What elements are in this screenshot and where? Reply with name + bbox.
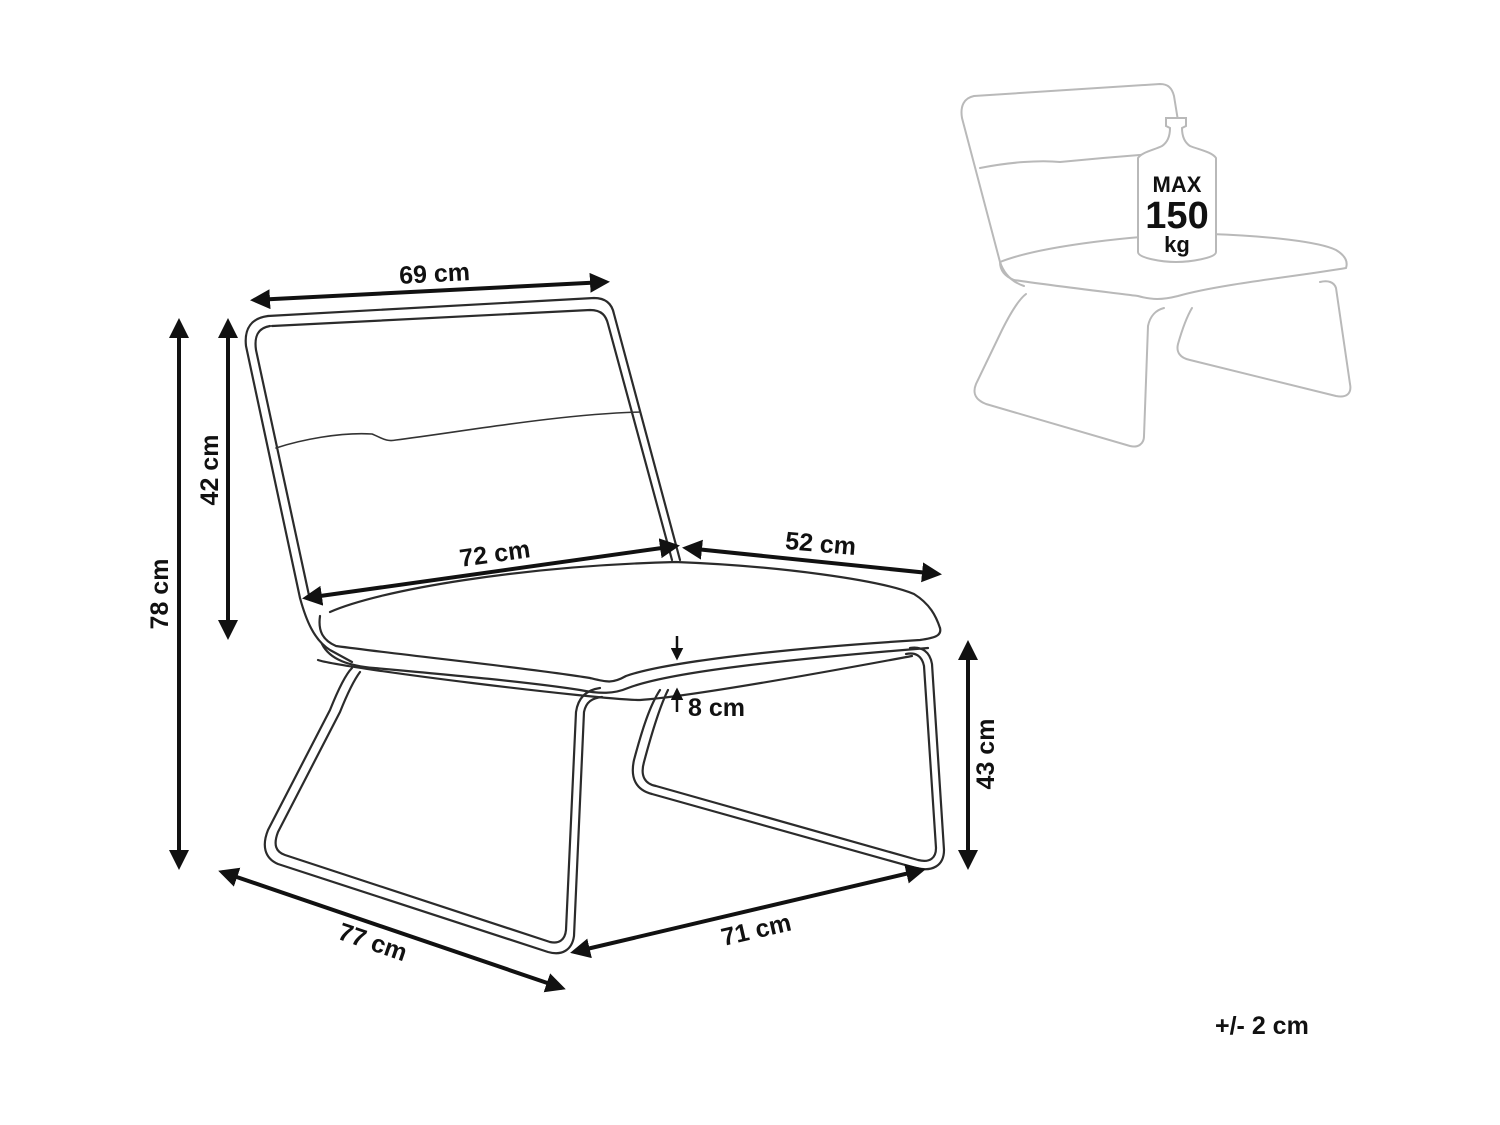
thumb-frame-right [1176, 280, 1352, 398]
backrest-outline [244, 314, 354, 664]
frame-seat-rail [316, 654, 914, 702]
label-seat-depth: 52 cm [784, 527, 857, 561]
frame-left-runner-inner [274, 670, 602, 944]
dim-backrest-width-arrow [250, 272, 610, 310]
seat-cushion-bottom [320, 642, 930, 694]
tolerance-note: +/- 2 cm [1215, 1012, 1309, 1040]
thumb-frame-left [973, 293, 1165, 448]
dim-seat-width-arrow [302, 538, 680, 606]
label-seat-height: 43 cm [972, 719, 1000, 790]
max-load-unit: kg [1164, 232, 1190, 257]
frame-left-runner [263, 666, 604, 955]
label-backrest-width: 69 cm [398, 258, 470, 290]
max-load-label: MAX [1153, 172, 1202, 197]
dim-seat-depth-arrow [682, 539, 942, 583]
label-backrest-height: 42 cm [196, 435, 224, 506]
label-cushion-thickness: 8 cm [688, 694, 745, 722]
seat-cushion-top [328, 560, 942, 630]
dim-overall-width-arrow [570, 863, 926, 959]
thumb-backrest [960, 83, 1197, 287]
frame-right-runner-inner [641, 652, 938, 862]
label-total-height: 78 cm [146, 559, 174, 630]
chair-main-drawing [244, 296, 946, 955]
frame-right-runner [631, 646, 946, 871]
weight-icon [1137, 117, 1217, 264]
seat-cushion-front [318, 614, 942, 683]
dim-overall-depth-arrow [218, 867, 566, 993]
chair-thumbnail: MAX 150 kg [960, 83, 1352, 448]
backrest-inner-edge [254, 324, 312, 602]
dimension-lines [169, 272, 978, 993]
max-load-value: 150 [1145, 195, 1208, 237]
backrest-seam [275, 411, 641, 449]
backrest-top-edge-inner [270, 308, 674, 562]
